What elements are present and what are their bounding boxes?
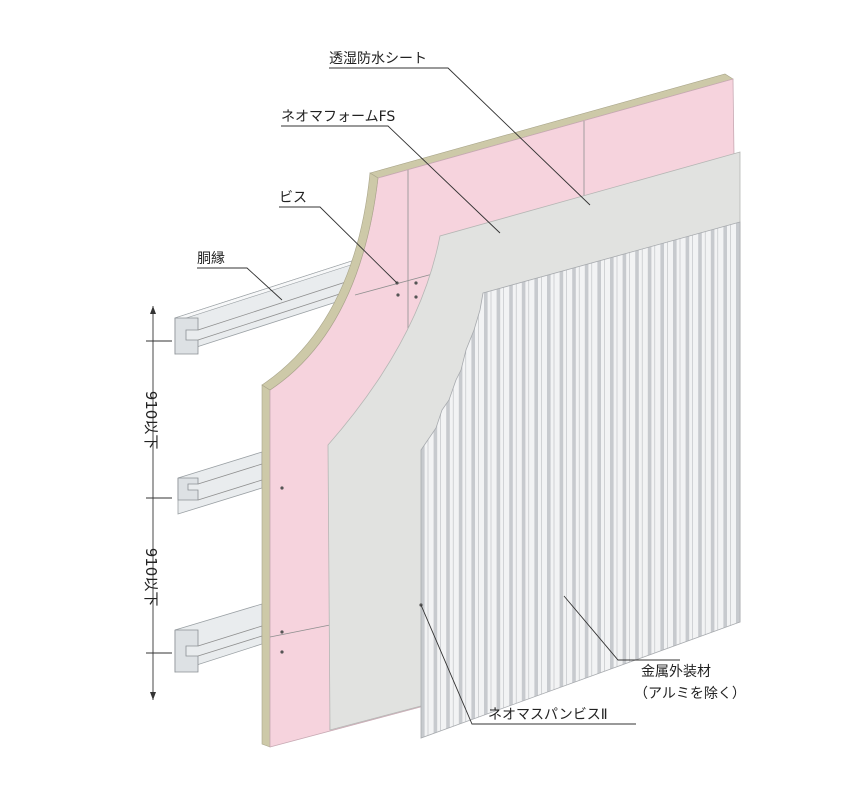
cladding-rib	[685, 222, 690, 738]
label-screw: ビス	[279, 190, 307, 206]
dimension-lines	[146, 306, 172, 700]
cladding-rib	[584, 222, 589, 738]
screw-dot	[280, 630, 284, 634]
leader-panel-screw	[420, 604, 636, 725]
cladding-ribs	[421, 222, 740, 738]
leader-lines	[197, 67, 680, 725]
cladding-rib	[433, 222, 438, 738]
label-moisture-sheet: 透湿防水シート	[329, 51, 427, 67]
screw-dot	[414, 295, 418, 299]
leader-metal-cladding	[563, 595, 680, 661]
screw-dot	[414, 281, 418, 285]
cladding-rib	[421, 222, 425, 738]
cladding-rib	[673, 222, 677, 738]
dimension-lower-spacing: 910以下	[142, 548, 160, 607]
cladding-rib	[622, 222, 627, 738]
furring-strip-middle	[177, 451, 263, 515]
cladding-rib	[572, 222, 576, 738]
cladding-rib	[723, 222, 727, 738]
cladding-rib	[597, 222, 601, 738]
screw-dot	[396, 293, 400, 297]
furring-strip-top	[174, 259, 361, 355]
cladding-rib	[698, 222, 702, 738]
cladding-rib	[521, 222, 526, 738]
label-metal-cladding-note: （アルミを除く）	[634, 686, 746, 702]
cladding-rib	[635, 222, 639, 738]
cladding-rib	[534, 222, 538, 738]
cladding-rib	[736, 222, 740, 738]
cladding-rib	[547, 222, 551, 738]
cladding-rib	[710, 222, 715, 738]
cladding-rib	[458, 222, 463, 738]
label-furring: 胴縁	[197, 251, 225, 267]
label-foam-board: ネオマフォームFS	[281, 109, 395, 125]
label-metal-cladding: 金属外装材	[641, 664, 711, 680]
cladding-rib	[509, 222, 513, 738]
cladding-rib	[647, 222, 652, 738]
leader-foam-board	[281, 125, 501, 234]
cladding-rib	[471, 222, 475, 738]
cladding-rib	[484, 222, 488, 738]
leader-screw	[279, 206, 398, 284]
leader-moisture-sheet	[329, 67, 591, 206]
furring-strips	[174, 259, 361, 673]
screw-dot	[280, 486, 284, 490]
cladding-rib	[496, 222, 501, 738]
cladding-rib	[610, 222, 614, 738]
leader-furring	[197, 267, 283, 301]
cladding-rib	[446, 222, 450, 738]
furring-strip-bottom	[174, 603, 263, 673]
cladding-rib	[559, 222, 564, 738]
cladding-rib	[660, 222, 664, 738]
dimension-upper-spacing: 910以下	[142, 391, 160, 450]
label-panel-screw: ネオマスパンビスⅡ	[488, 707, 608, 723]
screw-dot	[280, 650, 284, 654]
